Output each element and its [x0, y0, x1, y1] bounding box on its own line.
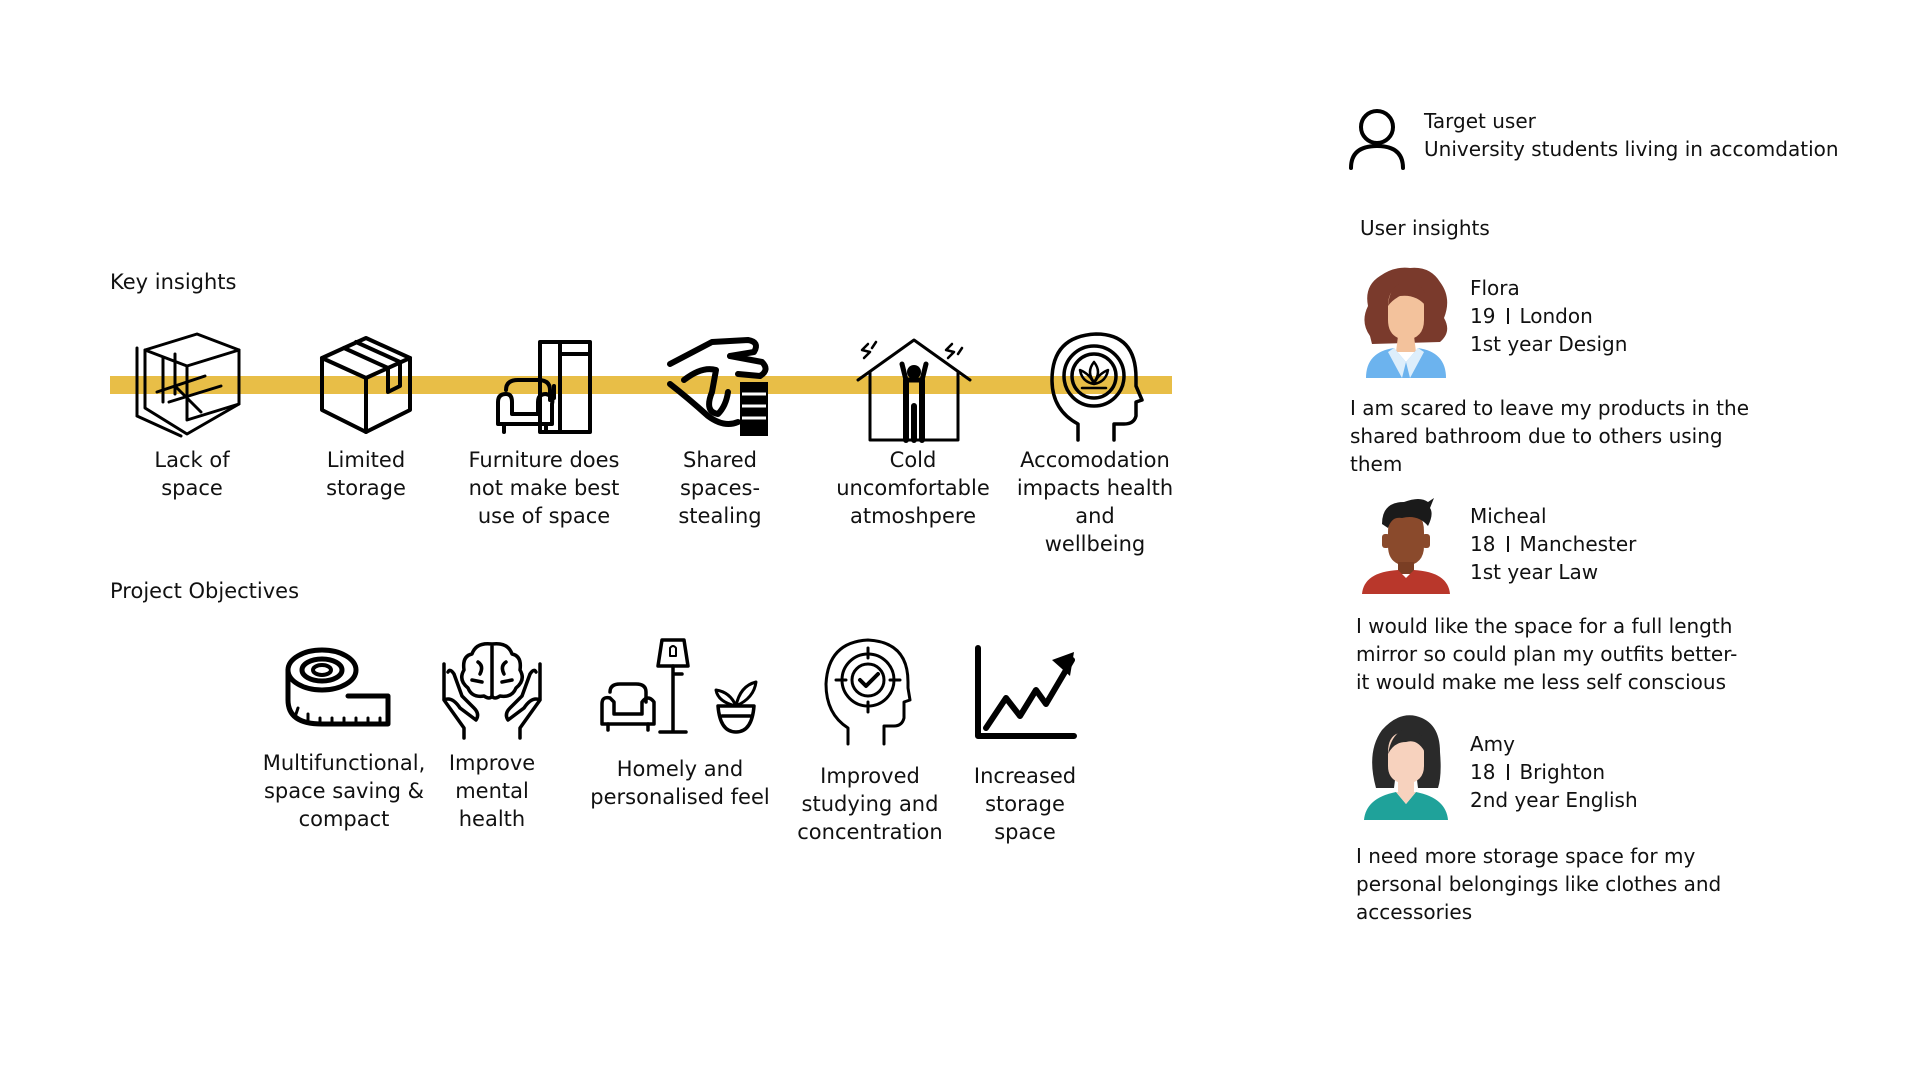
target-user-description: University students living in accomdatio… — [1424, 137, 1839, 161]
objective-label: Multifunctional, space saving & compact — [262, 751, 426, 831]
objective-label: Homely and personalised feel — [590, 757, 770, 809]
user-course: 1st year Law — [1470, 560, 1599, 584]
objective-label: Improved studying and concentration — [797, 764, 943, 844]
tape-measure-icon — [285, 646, 391, 730]
user-insights-heading: User insights — [1360, 216, 1490, 240]
user-course: 2nd year English — [1470, 788, 1638, 812]
hand-stealing-icon — [667, 336, 772, 438]
user-name: Flora — [1470, 276, 1520, 300]
insight-label: Lack of space — [154, 448, 230, 500]
box-icon — [318, 334, 414, 436]
user-quote: I am scared to leave my products in the … — [1350, 396, 1750, 476]
separator — [1507, 536, 1510, 552]
user-city: London — [1519, 304, 1593, 328]
insight-label: Furniture does not make best use of spac… — [468, 448, 620, 528]
user-outline-icon — [1348, 108, 1406, 170]
user-age: 18 — [1470, 760, 1496, 784]
insights-highlight-band — [110, 376, 1172, 394]
insight-label: Cold uncomfortable atmoshpere — [836, 448, 990, 528]
user-age-location: 19 London — [1470, 302, 1593, 330]
growth-chart-icon — [974, 645, 1078, 740]
project-objectives-heading: Project Objectives — [110, 579, 300, 603]
objective-label: Increased storage space — [973, 764, 1077, 844]
insight-label: Limited storage — [326, 448, 406, 500]
user-city: Manchester — [1519, 532, 1637, 556]
head-target-icon — [824, 638, 912, 746]
mind-lotus-icon — [1048, 332, 1144, 442]
female-avatar-black-hair-icon — [1358, 712, 1454, 820]
user-quote: I would like the space for a full length… — [1356, 614, 1738, 694]
separator — [1507, 308, 1510, 324]
user-age-location: 18 Manchester — [1470, 530, 1636, 558]
target-user-title: Target user — [1424, 109, 1536, 133]
room-corner-icon — [135, 332, 243, 438]
cold-house-icon — [854, 336, 974, 444]
insight-label: Shared spaces- stealing — [678, 448, 762, 528]
user-age-location: 18 Brighton — [1470, 758, 1605, 786]
user-name: Amy — [1470, 732, 1515, 756]
user-name: Micheal — [1470, 504, 1547, 528]
separator — [1507, 764, 1510, 780]
user-age: 18 — [1470, 532, 1496, 556]
female-avatar-curly-hair-icon — [1358, 266, 1454, 378]
male-avatar-dark-hair-icon — [1358, 494, 1454, 594]
home-furniture-icon — [600, 636, 760, 736]
user-course: 1st year Design — [1470, 332, 1628, 356]
user-age: 19 — [1470, 304, 1496, 328]
insight-label: Accomodation impacts health and wellbein… — [1016, 448, 1174, 556]
hands-brain-icon — [440, 640, 544, 740]
user-city: Brighton — [1519, 760, 1606, 784]
user-quote: I need more storage space for my persona… — [1356, 844, 1722, 924]
key-insights-heading: Key insights — [110, 270, 237, 294]
sofa-wardrobe-icon — [494, 340, 594, 436]
objective-label: Improve mental health — [448, 751, 536, 831]
